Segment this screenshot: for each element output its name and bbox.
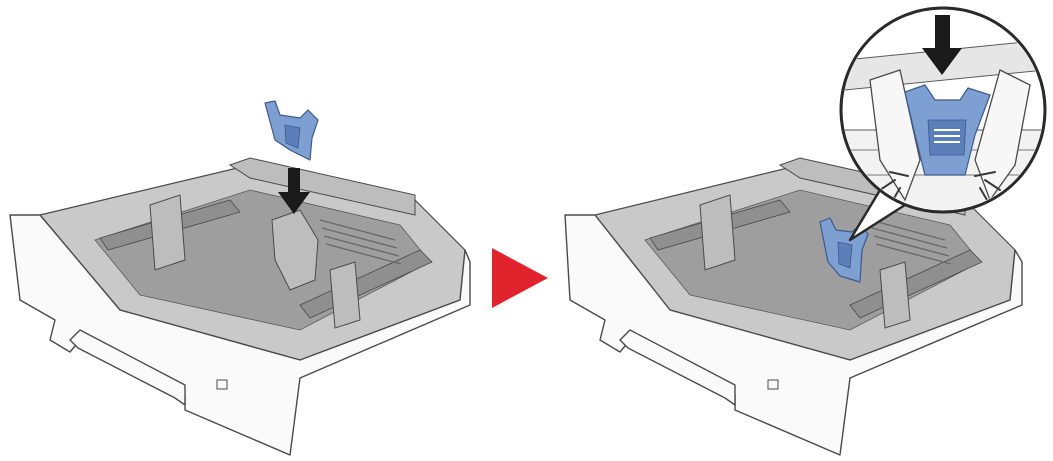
side-guide-left (699, 194, 736, 271)
tray-after (564, 157, 1023, 456)
tray-label-mark (216, 379, 228, 390)
magnifier-callout (839, 6, 1047, 242)
step-arrow-icon (492, 248, 548, 308)
click-sparks (879, 171, 1001, 206)
side-guide-right (329, 261, 361, 329)
tray-before (9, 100, 471, 456)
tray-front-body (564, 214, 1023, 456)
side-guide-right (879, 261, 911, 329)
length-guide-raised (264, 100, 319, 161)
side-guide-left (149, 194, 186, 271)
tray-handle (69, 329, 186, 406)
tray-handle (619, 329, 736, 406)
arrow-down-icon (922, 15, 962, 75)
tray-ribs (319, 219, 402, 265)
length-guide-stand (271, 209, 319, 291)
tray-label-mark (767, 379, 779, 390)
callout-zoom-content (844, 15, 1043, 210)
tray-ribs (869, 219, 952, 265)
tray-back-wall (228, 157, 416, 216)
tray-front-body (9, 214, 471, 456)
arrow-down-icon (278, 168, 310, 214)
